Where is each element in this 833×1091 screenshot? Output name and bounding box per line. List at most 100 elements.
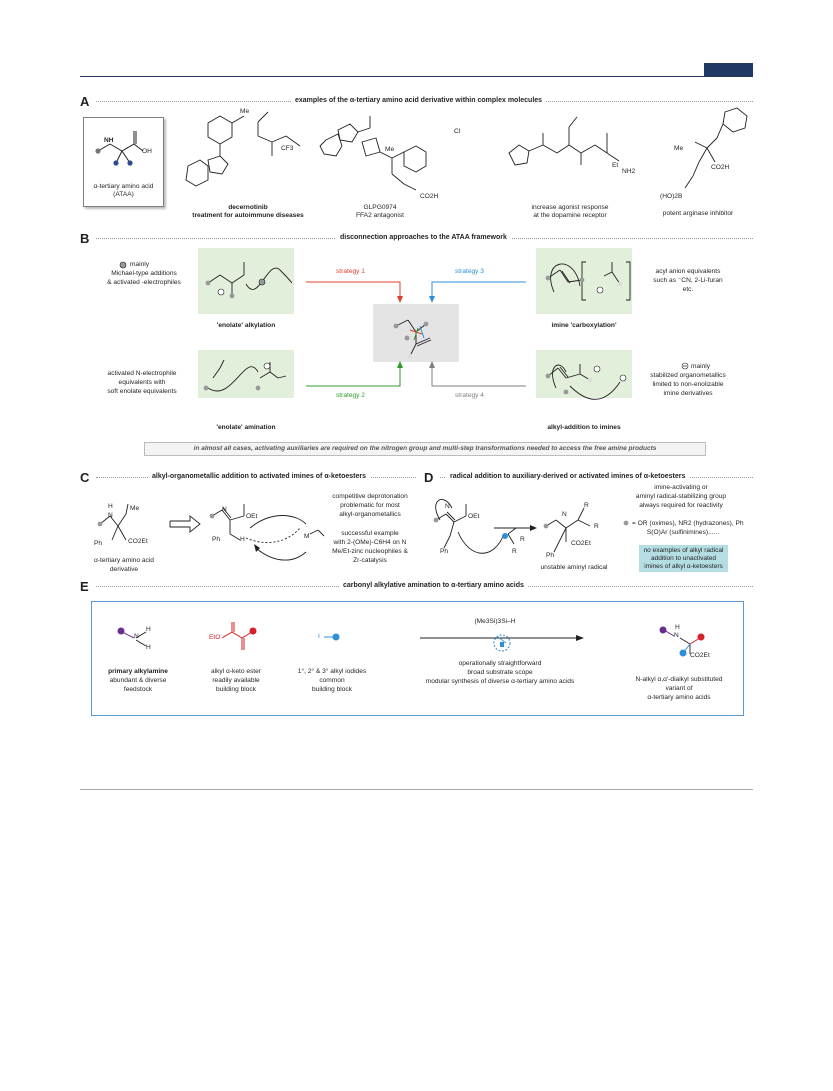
- left-top-note-1: mainly: [130, 261, 150, 268]
- d-teal-1: no examples of alkyl radical: [643, 547, 724, 554]
- d-prod-n-label: N: [562, 511, 567, 518]
- e-amine-h2: H: [146, 644, 151, 651]
- decernotinib-me: Me: [240, 108, 250, 115]
- e-product-caption-1: N-alkyl α,α'-dialkyl substituted: [635, 676, 723, 683]
- e-amine-caption-2: abundant & diverse: [109, 677, 167, 684]
- strategy-2-label: strategy 2: [336, 392, 365, 399]
- e-iodide-caption-1: 1°, 2° & 3° alkyl iodides: [297, 668, 367, 675]
- e-amine-caption-3: feedstock: [123, 686, 153, 693]
- strategy-1-label: strategy 1: [336, 268, 365, 275]
- dopamine-nh2: NH2: [622, 168, 636, 175]
- e-ester-caption-1: alkyl α-keto ester: [211, 668, 261, 675]
- panel-c-header: alkyl-organometallic addition to activat…: [148, 473, 370, 480]
- footer-rule: [80, 789, 753, 790]
- left-bot-note-3: soft enolate equivalents: [107, 388, 177, 395]
- e-reagent: (Me3Si)3Si–H: [474, 618, 516, 625]
- right-top-note-3: etc.: [682, 286, 694, 293]
- c-product-caption-1: α-tertiary amino acid: [94, 557, 154, 564]
- d-note-3: always required for reactivity: [639, 502, 723, 509]
- d-oet-label: OEt: [468, 513, 480, 520]
- left-bot-note-2: equivalents with: [118, 379, 166, 386]
- panel-d-label: D: [424, 470, 434, 485]
- right-bot-note-2: stabilized organometallics: [650, 372, 726, 379]
- c-note1-3: alkyl-organometallics: [339, 511, 401, 518]
- panel-d-header: radical addition to auxiliary-derived or…: [446, 473, 690, 480]
- d-ph-label: Ph: [440, 548, 449, 555]
- d-unstable-caption: unstable aminyl radical: [540, 564, 608, 571]
- header-rule: [80, 76, 753, 77]
- right-top-note-2: such as ⁻CN, 2-Li-furan: [653, 277, 723, 284]
- d-r2-label: R: [512, 548, 517, 555]
- ataa-nh-label: NH: [104, 137, 114, 144]
- c-imine-n-label: N: [222, 506, 227, 513]
- d-prod-ph-label: Ph: [546, 552, 555, 559]
- c-metal-label: M: [304, 533, 310, 540]
- e-amine-caption-1: primary alkylamine: [108, 668, 168, 675]
- panel-c-schemes: [97, 503, 325, 561]
- e-conditions-1: operationally straightforward: [458, 660, 542, 667]
- ataa-oh-label: OH: [142, 148, 152, 155]
- d-prod-r2-label: R: [594, 523, 599, 530]
- right-bot-note-1: mainly: [691, 363, 711, 370]
- enolate-amination-label: 'enolate' amination: [216, 424, 276, 431]
- d-note-2: aminyl radical-stabilizing group: [635, 493, 727, 500]
- right-bot-note-3: limited to non-enolizable: [652, 381, 724, 388]
- enolate-alkylation-box: [198, 248, 294, 314]
- c-n-label: N: [108, 512, 113, 519]
- enolate-alkylation-label: 'enolate' alkylation: [216, 322, 276, 329]
- dopamine-et: Et: [612, 162, 619, 169]
- panel-e-box: [91, 601, 744, 716]
- arginase-me: Me: [674, 145, 684, 152]
- d-prod-r1-label: R: [584, 502, 589, 509]
- e-ester-caption-2: readily available: [212, 677, 260, 684]
- c-note1-2: problematic for most: [340, 502, 400, 509]
- c-ph-label: Ph: [94, 540, 103, 547]
- d-prod-co2et-label: CO2Et: [571, 540, 591, 547]
- left-bot-note-1: activated N-electrophile: [107, 370, 177, 377]
- d-teal-2: addition to unactivated: [650, 555, 717, 562]
- panel-b-label: B: [80, 231, 90, 246]
- e-iodide-caption-3: building block: [312, 686, 352, 693]
- ataa-structure: [95, 131, 144, 166]
- dopamine-caption-1: increase agonist response: [531, 204, 609, 211]
- c-product-caption-2: derivative: [109, 566, 139, 573]
- alkyl-addition-box: [536, 350, 632, 398]
- d-n-label: N: [445, 503, 450, 510]
- arginase-caption: potent arginase inhibitor: [662, 210, 734, 217]
- e-amine-h1: H: [146, 626, 151, 633]
- e-iodide-i: I: [318, 633, 320, 640]
- left-top-note-2: Michael-type additions: [111, 270, 177, 277]
- panel-b-schemes: [119, 261, 689, 400]
- decernotinib-use: treatment for autoimmune diseases: [192, 212, 304, 219]
- glpg-co2h: CO2H: [420, 193, 439, 200]
- d-note-4: = OR (oximes), NR2 (hydrazones), Ph: [632, 520, 744, 527]
- c-co2et-label: CO2Et: [128, 538, 148, 545]
- alkyl-addition-label: alkyl-addition to imines: [547, 424, 621, 431]
- c-oet-label: OEt: [246, 513, 258, 520]
- imine-carboxylation-label: imine 'carboxylation': [551, 322, 617, 329]
- e-iodide-caption-2: common: [319, 677, 345, 684]
- header-bar: [704, 63, 753, 76]
- glpg-name: GLPG0974: [363, 204, 397, 211]
- decernotinib-name: decernotinib: [228, 204, 268, 211]
- e-conditions-2: broad substrate scope: [467, 669, 533, 676]
- c-note2-2: with 2-(OMe)-C6H4 on N: [333, 539, 407, 546]
- c-note2-4: Zr-catalysis: [353, 557, 387, 564]
- dopamine-compound-structure: [508, 116, 620, 166]
- e-prod-n: N: [674, 632, 679, 639]
- e-ester-caption-3: building block: [216, 686, 256, 693]
- strategy-3-label: strategy 3: [455, 268, 484, 275]
- strategy-4-label: strategy 4: [455, 392, 484, 399]
- e-amine-n: N: [134, 633, 139, 640]
- panel-b-banner: in almost all cases, activating auxiliar…: [144, 442, 706, 456]
- d-teal-3: imines of alkyl α-ketoesters: [644, 563, 723, 570]
- panel-d-schemes: [433, 499, 629, 554]
- glpg0974-structure: [319, 116, 427, 191]
- e-prod-h: H: [675, 624, 680, 631]
- c-note2-1: successful example: [341, 530, 399, 537]
- panel-e-label: E: [80, 579, 89, 594]
- c-note2-3: Me/Et-zinc nucleophiles &: [332, 548, 408, 555]
- right-bot-note-4: imine derivatives: [663, 390, 713, 397]
- ataa-caption-2: (ATAA): [113, 191, 134, 198]
- enolate-amination-box: [198, 350, 294, 398]
